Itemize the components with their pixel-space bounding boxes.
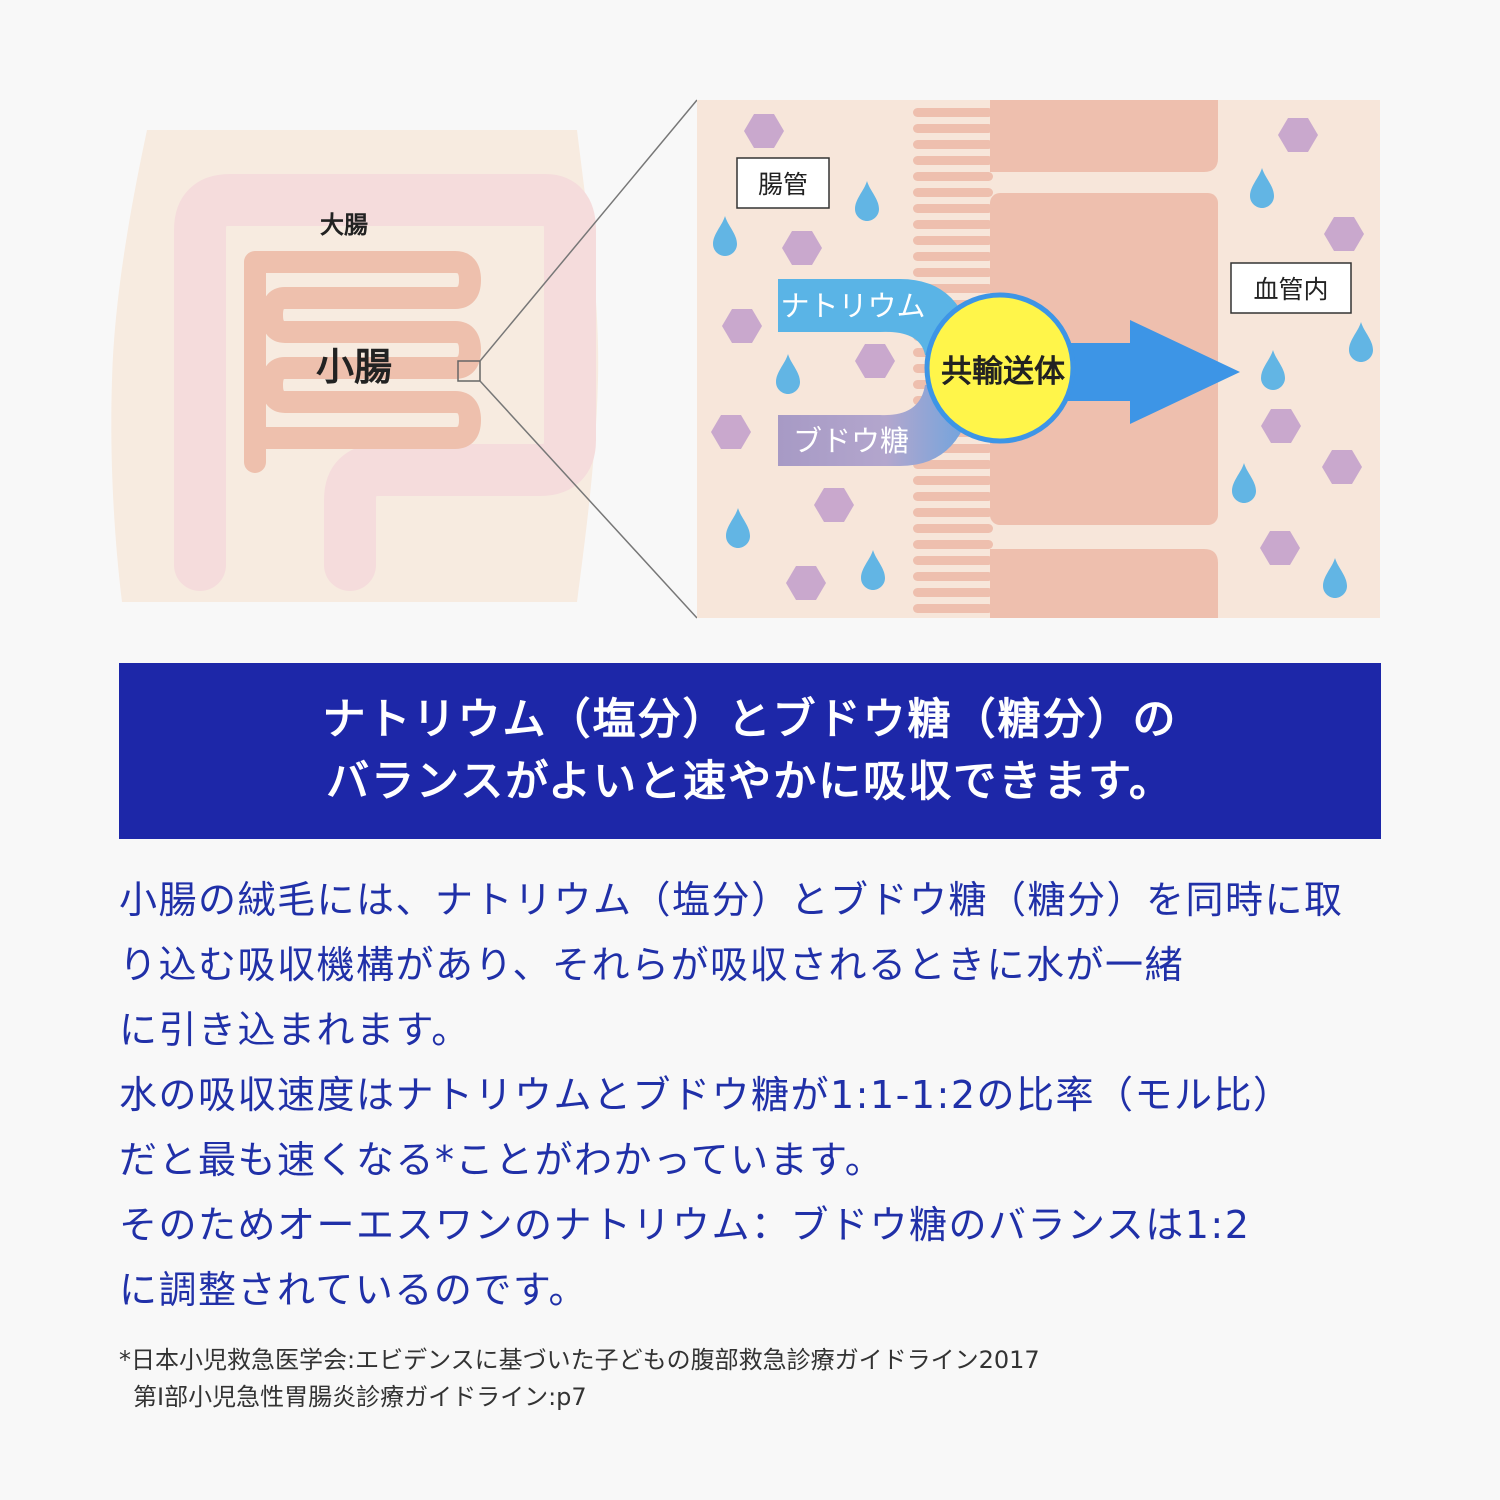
intestinal-tract-label: 腸管 <box>758 170 808 199</box>
explanation-text: 小腸の絨毛には、ナトリウム（塩分）とブドウ糖（糖分）を同時に取 り込む吸収機構が… <box>119 868 1381 1323</box>
microvillus <box>913 188 993 197</box>
microvillus <box>913 156 993 165</box>
microvillus <box>913 588 993 597</box>
microvillus <box>913 524 993 533</box>
sodium-label: ナトリウム <box>780 289 925 323</box>
cell-top <box>990 100 1218 172</box>
microvillus <box>913 252 993 261</box>
transport-arrow <box>1060 320 1240 424</box>
body-line: 小腸の絨毛には、ナトリウム（塩分）とブドウ糖（糖分）を同時に取 <box>119 878 1344 922</box>
large-intestine-shape <box>174 174 596 591</box>
microvillus <box>913 268 993 277</box>
microvillus <box>913 556 993 565</box>
zoom-line-top <box>479 99 698 362</box>
microvillus <box>913 508 993 517</box>
intestinal-tract-box <box>736 157 830 209</box>
blood-vessel-box <box>1230 262 1352 314</box>
headline-line-1: ナトリウム（塩分）とブドウ糖（糖分）の <box>322 695 1178 745</box>
body-line: に調整されているのです。 <box>119 1268 589 1312</box>
blood-vessel-label: 血管内 <box>1253 275 1328 304</box>
absorption-diagram: 大腸 小腸 <box>111 99 1380 619</box>
body-line: だと最も速くなる*ことがわかっています。 <box>119 1138 885 1182</box>
microvillus <box>913 492 993 501</box>
large-intestine-label: 大腸 <box>320 211 368 239</box>
microvillus <box>913 604 993 613</box>
small-intestine-label: 小腸 <box>316 345 392 389</box>
microvillus <box>913 540 993 549</box>
glucose-label: ブドウ糖 <box>793 424 909 458</box>
microvillus <box>913 476 993 485</box>
microvillus <box>913 140 993 149</box>
glucose-arrow <box>778 385 975 466</box>
microvillus <box>913 108 993 117</box>
footnote-line-1: *日本小児救急医学会:エビデンスに基づいた子どもの腹部救急診療ガイドライン201… <box>119 1346 1040 1374</box>
microvillus <box>913 220 993 229</box>
small-intestine-shape <box>244 251 481 473</box>
microvillus <box>913 124 993 133</box>
microvillus <box>913 172 993 181</box>
zoomed-panel: ナトリウム ブドウ糖 共輸送体 腸管 血管内 <box>697 100 1380 618</box>
cotransporter-label: 共輸送体 <box>941 354 1065 390</box>
microvillus <box>913 236 993 245</box>
cell-bottom <box>990 549 1218 618</box>
footnote-line-2: 第Ⅰ部小児急性胃腸炎診療ガイドライン:p7 <box>133 1383 587 1411</box>
microvillus <box>913 572 993 581</box>
headline-line-2: バランスがよいと速やかに吸収できます。 <box>326 757 1174 807</box>
microvillus <box>913 204 993 213</box>
footnote: *日本小児救急医学会:エビデンスに基づいた子どもの腹部救急診療ガイドライン201… <box>119 1342 1040 1416</box>
microvillus <box>913 460 993 469</box>
cotransporter-circle <box>924 292 1076 444</box>
zoom-region-box <box>457 360 481 382</box>
body-line: に引き込まれます。 <box>119 1008 471 1052</box>
body-line: り込む吸収機構があり、それらが吸収されるときに水が一緒 <box>119 943 1184 987</box>
body-line: 水の吸収速度はナトリウムとブドウ糖が1:1-1:2の比率（モル比） <box>119 1073 1293 1117</box>
body-illustration: 大腸 小腸 <box>111 130 599 602</box>
zoom-line-bottom <box>479 380 698 619</box>
body-line: そのためオーエスワンのナトリウム：ブドウ糖のバランスは1:2 <box>119 1203 1251 1247</box>
sodium-arrow <box>778 279 975 355</box>
headline-banner: ナトリウム（塩分）とブドウ糖（糖分）の バランスがよいと速やかに吸収できます。 <box>119 663 1381 839</box>
